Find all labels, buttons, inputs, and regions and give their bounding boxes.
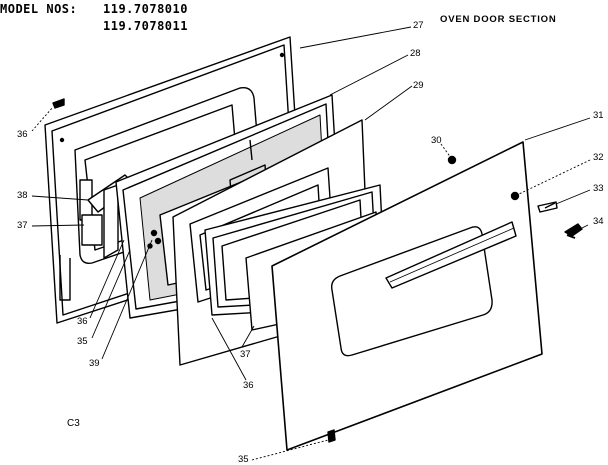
callout-32: 32 xyxy=(593,152,604,163)
screw-34 xyxy=(564,223,583,239)
screw-33 xyxy=(537,201,558,213)
callout-28: 28 xyxy=(410,48,421,59)
callout-33: 33 xyxy=(593,183,604,194)
screw-35-bottom xyxy=(327,429,336,443)
model-label: MODEL NOS: xyxy=(0,2,78,16)
screw-32 xyxy=(510,191,520,201)
callout-36-bottom: 36 xyxy=(243,380,254,391)
callout-35-left: 35 xyxy=(77,336,88,347)
callout-29: 29 xyxy=(413,80,424,91)
model-number-1: 119.7078010 xyxy=(103,2,188,16)
callout-37-left: 37 xyxy=(17,220,28,231)
section-title: OVEN DOOR SECTION xyxy=(440,14,557,25)
callout-38: 38 xyxy=(17,190,28,201)
callout-31: 31 xyxy=(593,110,604,121)
callout-37-mid: 37 xyxy=(240,349,251,360)
model-number-2: 119.7078011 xyxy=(103,19,188,33)
callout-36-topleft: 36 xyxy=(17,129,28,140)
callout-27: 27 xyxy=(413,20,424,31)
callout-34: 34 xyxy=(593,216,604,227)
callout-30: 30 xyxy=(431,135,442,146)
page-code: C3 xyxy=(67,418,80,429)
screw-30 xyxy=(447,155,457,165)
screw-36-topleft xyxy=(52,98,65,109)
callout-36-left: 36 xyxy=(77,316,88,327)
door-front-panel xyxy=(271,141,543,451)
callout-35-bottom: 35 xyxy=(238,454,249,465)
callout-39: 39 xyxy=(89,358,100,369)
